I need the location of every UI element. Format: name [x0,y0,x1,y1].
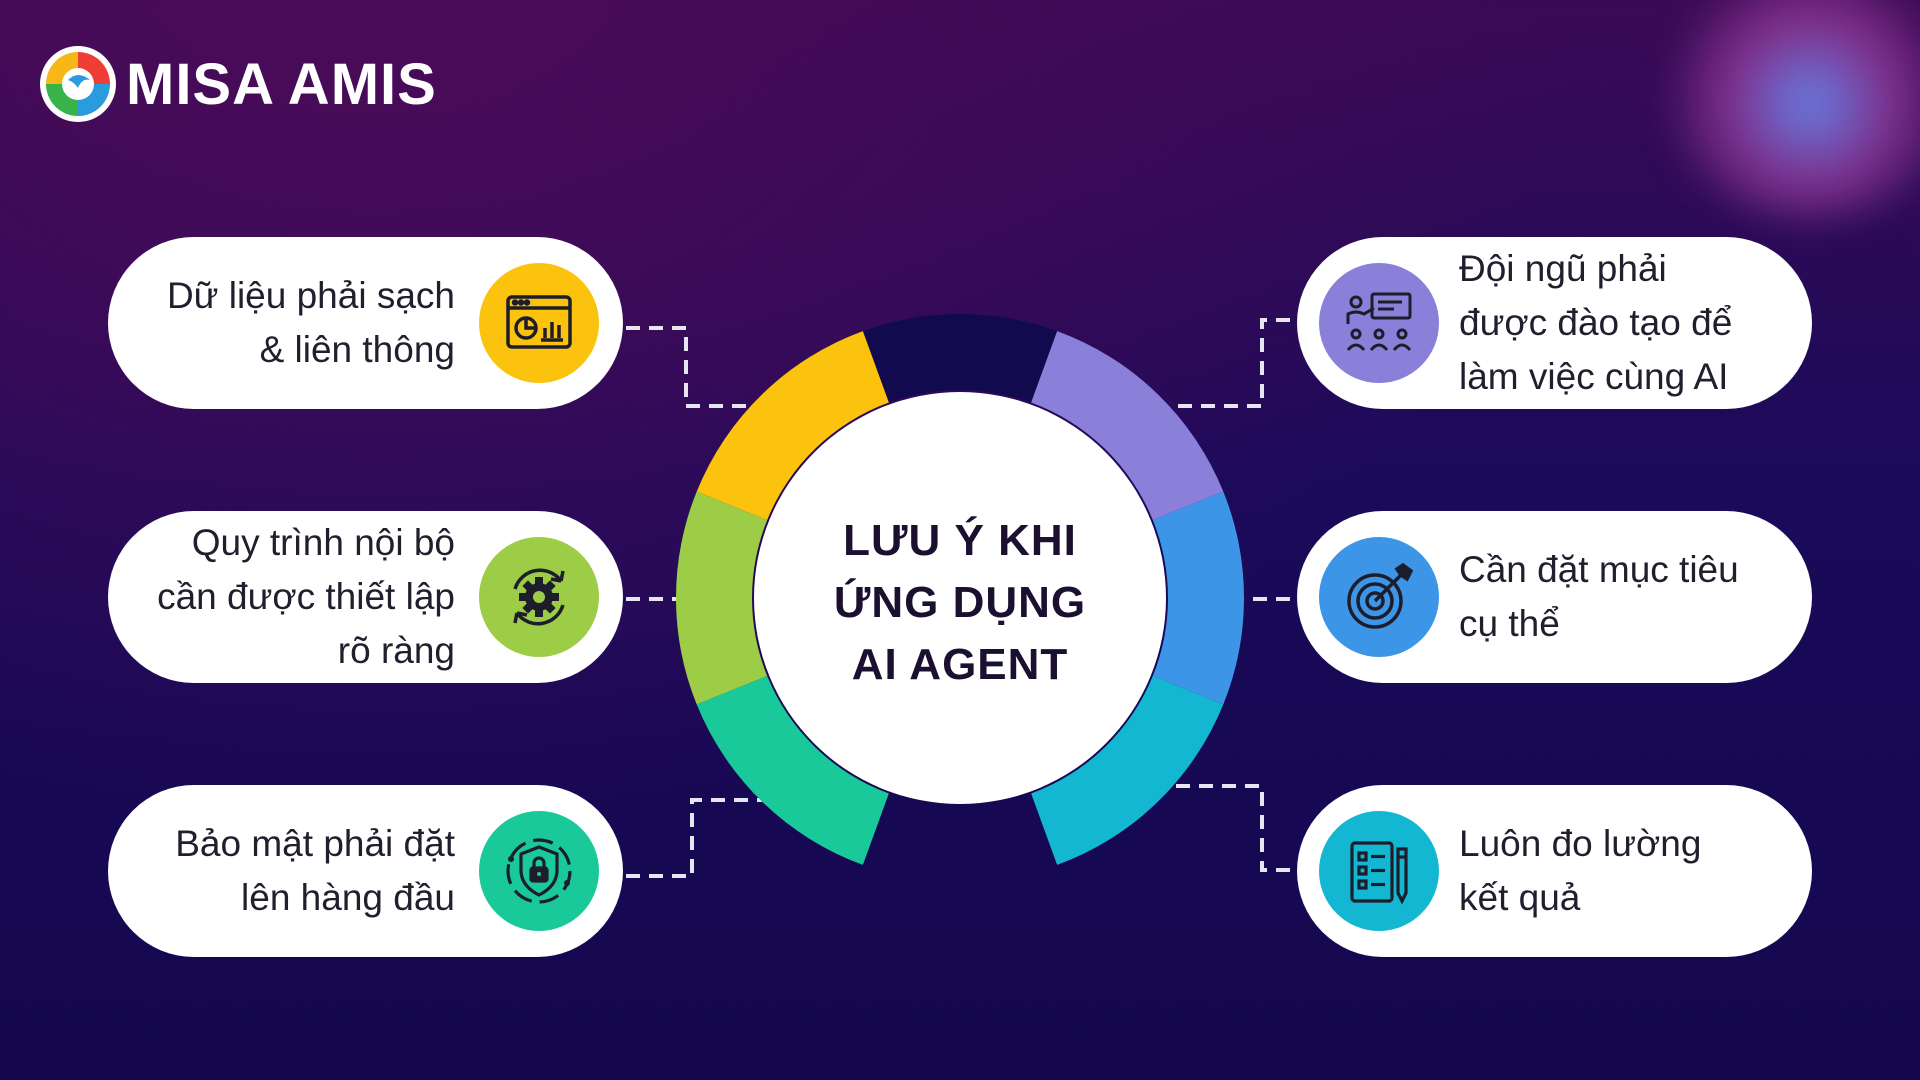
center-title-line-2: ỨNG DỤNG [833,578,1087,627]
card-line: làm việc cùng AI [1459,356,1729,397]
card-line: rõ ràng [337,630,455,671]
card-line: Bảo mật phải đặt [175,823,455,864]
card-internal-process: Quy trình nội bộ cần được thiết lập rõ r… [108,511,623,683]
checklist-report-icon [1319,811,1439,931]
card-line: cần được thiết lập [157,576,455,617]
card-text: Bảo mật phải đặt lên hàng đầu [175,785,455,957]
ring-segments [676,313,1244,865]
ring-segment-blue [1152,491,1244,705]
connector-3 [626,798,762,878]
card-line: Quy trình nội bộ [191,522,455,563]
card-line: & liên thông [259,329,455,370]
center-title: LƯU Ý KHI ỨNG DỤNG AI AGENT [760,510,1160,696]
card-clean-data: Dữ liệu phải sạch & liên thông [108,237,623,409]
card-line: cụ thể [1459,603,1560,644]
card-text: Đội ngũ phải được đào tạo để làm việc cù… [1459,237,1732,409]
card-line: kết quả [1459,877,1581,918]
ring-segment-purple [1031,331,1224,521]
connector-4 [1170,318,1290,408]
connector-lines [626,318,1290,878]
ring-segment-yellow [696,331,889,521]
card-text: Dữ liệu phải sạch & liên thông [167,237,455,409]
team-training-icon [1319,263,1439,383]
security-shield-icon [479,811,599,931]
ring-segment-teal [1031,675,1224,865]
connector-6 [1170,784,1290,872]
card-line: Dữ liệu phải sạch [166,275,455,316]
card-line: Đội ngũ phải [1459,248,1667,289]
card-text: Cần đặt mục tiêu cụ thể [1459,511,1739,683]
ring-segment-green [696,675,889,865]
connector-1 [626,326,752,408]
center-title-line-1: LƯU Ý KHI [843,516,1077,565]
misa-logo-icon [40,46,116,122]
ring-segment-top [862,313,1058,403]
card-set-goals: Cần đặt mục tiêu cụ thể [1297,511,1812,683]
card-text: Quy trình nội bộ cần được thiết lập rõ r… [157,511,455,683]
gear-cycle-icon [479,537,599,657]
card-line: Cần đặt mục tiêu [1459,549,1739,590]
brand-logo: MISA AMIS [38,44,437,124]
card-line: lên hàng đầu [241,877,455,918]
ring-segment-lime [676,491,768,705]
card-line: được đào tạo để [1459,302,1733,343]
card-line: Luôn đo lường [1459,823,1702,864]
center-title-line-3: AI AGENT [851,640,1069,689]
card-measure-results: Luôn đo lường kết quả [1297,785,1812,957]
brand-name: MISA AMIS [126,51,437,117]
card-text: Luôn đo lường kết quả [1459,785,1701,957]
center-circle [754,392,1166,804]
card-team-training: Đội ngũ phải được đào tạo để làm việc cù… [1297,237,1812,409]
target-icon [1319,537,1439,657]
data-dashboard-icon [479,263,599,383]
card-security: Bảo mật phải đặt lên hàng đầu [108,785,623,957]
